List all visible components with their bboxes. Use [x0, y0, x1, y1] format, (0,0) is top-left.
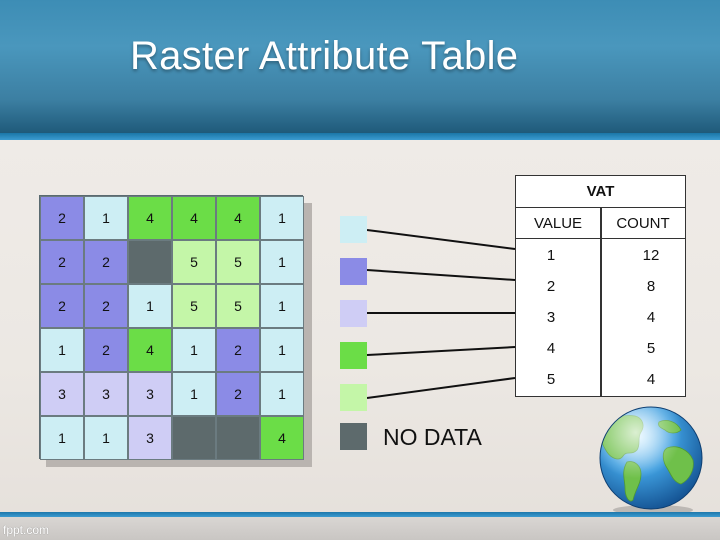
footer	[0, 517, 720, 540]
header-rule	[0, 133, 720, 140]
legend-swatch-value-1	[340, 216, 367, 243]
connector-line-1	[366, 229, 516, 250]
raster-cell: 4	[260, 416, 304, 460]
raster-cell	[172, 416, 216, 460]
raster-cell: 1	[260, 372, 304, 416]
raster-cell: 5	[216, 284, 260, 328]
legend-swatch-value-5	[340, 384, 367, 411]
raster-cell: 1	[128, 284, 172, 328]
raster-cell: 1	[260, 284, 304, 328]
raster-cell: 1	[260, 240, 304, 284]
vat-table: VAT VALUE COUNT 1 12 2 8 3 4 4 5 5 4	[515, 175, 686, 397]
raster-cell: 2	[216, 328, 260, 372]
raster-cell: 1	[260, 328, 304, 372]
footer-bar	[0, 512, 720, 517]
raster-cell: 3	[128, 416, 172, 460]
raster-cell: 5	[216, 240, 260, 284]
raster-cell: 1	[172, 372, 216, 416]
vat-row-2-count: 8	[646, 278, 656, 295]
footer-brand: fppt.com	[3, 523, 50, 537]
raster-cell: 4	[128, 328, 172, 372]
raster-cell: 4	[128, 196, 172, 240]
vat-row-4-count: 5	[646, 340, 656, 357]
vat-row-3-count: 4	[646, 309, 656, 326]
raster-cell: 2	[216, 372, 260, 416]
raster-cell: 1	[84, 196, 128, 240]
vat-row-2-value: 2	[546, 278, 556, 295]
raster-cell: 2	[84, 328, 128, 372]
raster-cell	[128, 240, 172, 284]
raster-cell: 2	[40, 196, 84, 240]
vat-title: VAT	[516, 176, 685, 208]
vat-header-count: COUNT	[601, 208, 685, 239]
raster-cell: 3	[84, 372, 128, 416]
vat-row-3-value: 3	[546, 309, 556, 326]
vat-row-1-count: 12	[642, 247, 660, 264]
legend-swatch-no-data	[340, 423, 367, 450]
raster-cell: 2	[40, 240, 84, 284]
legend-swatch-value-2	[340, 258, 367, 285]
raster-cell: 2	[40, 284, 84, 328]
raster-cell: 2	[84, 284, 128, 328]
vat-column-divider	[600, 208, 602, 396]
vat-header-value: VALUE	[516, 208, 600, 239]
raster-cell: 5	[172, 284, 216, 328]
slide-title: Raster Attribute Table	[130, 34, 519, 78]
raster-cell: 1	[40, 416, 84, 460]
raster-cell: 3	[40, 372, 84, 416]
header-banner	[0, 0, 720, 133]
raster-cell: 1	[40, 328, 84, 372]
globe-icon	[599, 406, 703, 515]
vat-row-5-value: 5	[546, 371, 556, 388]
raster-cell	[216, 416, 260, 460]
raster-cell: 4	[216, 196, 260, 240]
vat-row-5-count: 4	[646, 371, 656, 388]
raster-cell: 2	[84, 240, 128, 284]
legend-swatch-value-4	[340, 342, 367, 369]
no-data-label: NO DATA	[383, 424, 482, 450]
raster-cell: 4	[172, 196, 216, 240]
raster-cell: 3	[128, 372, 172, 416]
vat-row-4-value: 4	[546, 340, 556, 357]
raster-cell: 1	[172, 328, 216, 372]
legend-swatch-value-3	[340, 300, 367, 327]
raster-cell: 5	[172, 240, 216, 284]
connector-line-2	[366, 269, 516, 281]
raster-cell: 1	[84, 416, 128, 460]
connector-line-4	[366, 346, 516, 356]
connector-line-5	[366, 377, 516, 399]
raster-cell: 1	[260, 196, 304, 240]
vat-row-1-value: 1	[546, 247, 556, 264]
